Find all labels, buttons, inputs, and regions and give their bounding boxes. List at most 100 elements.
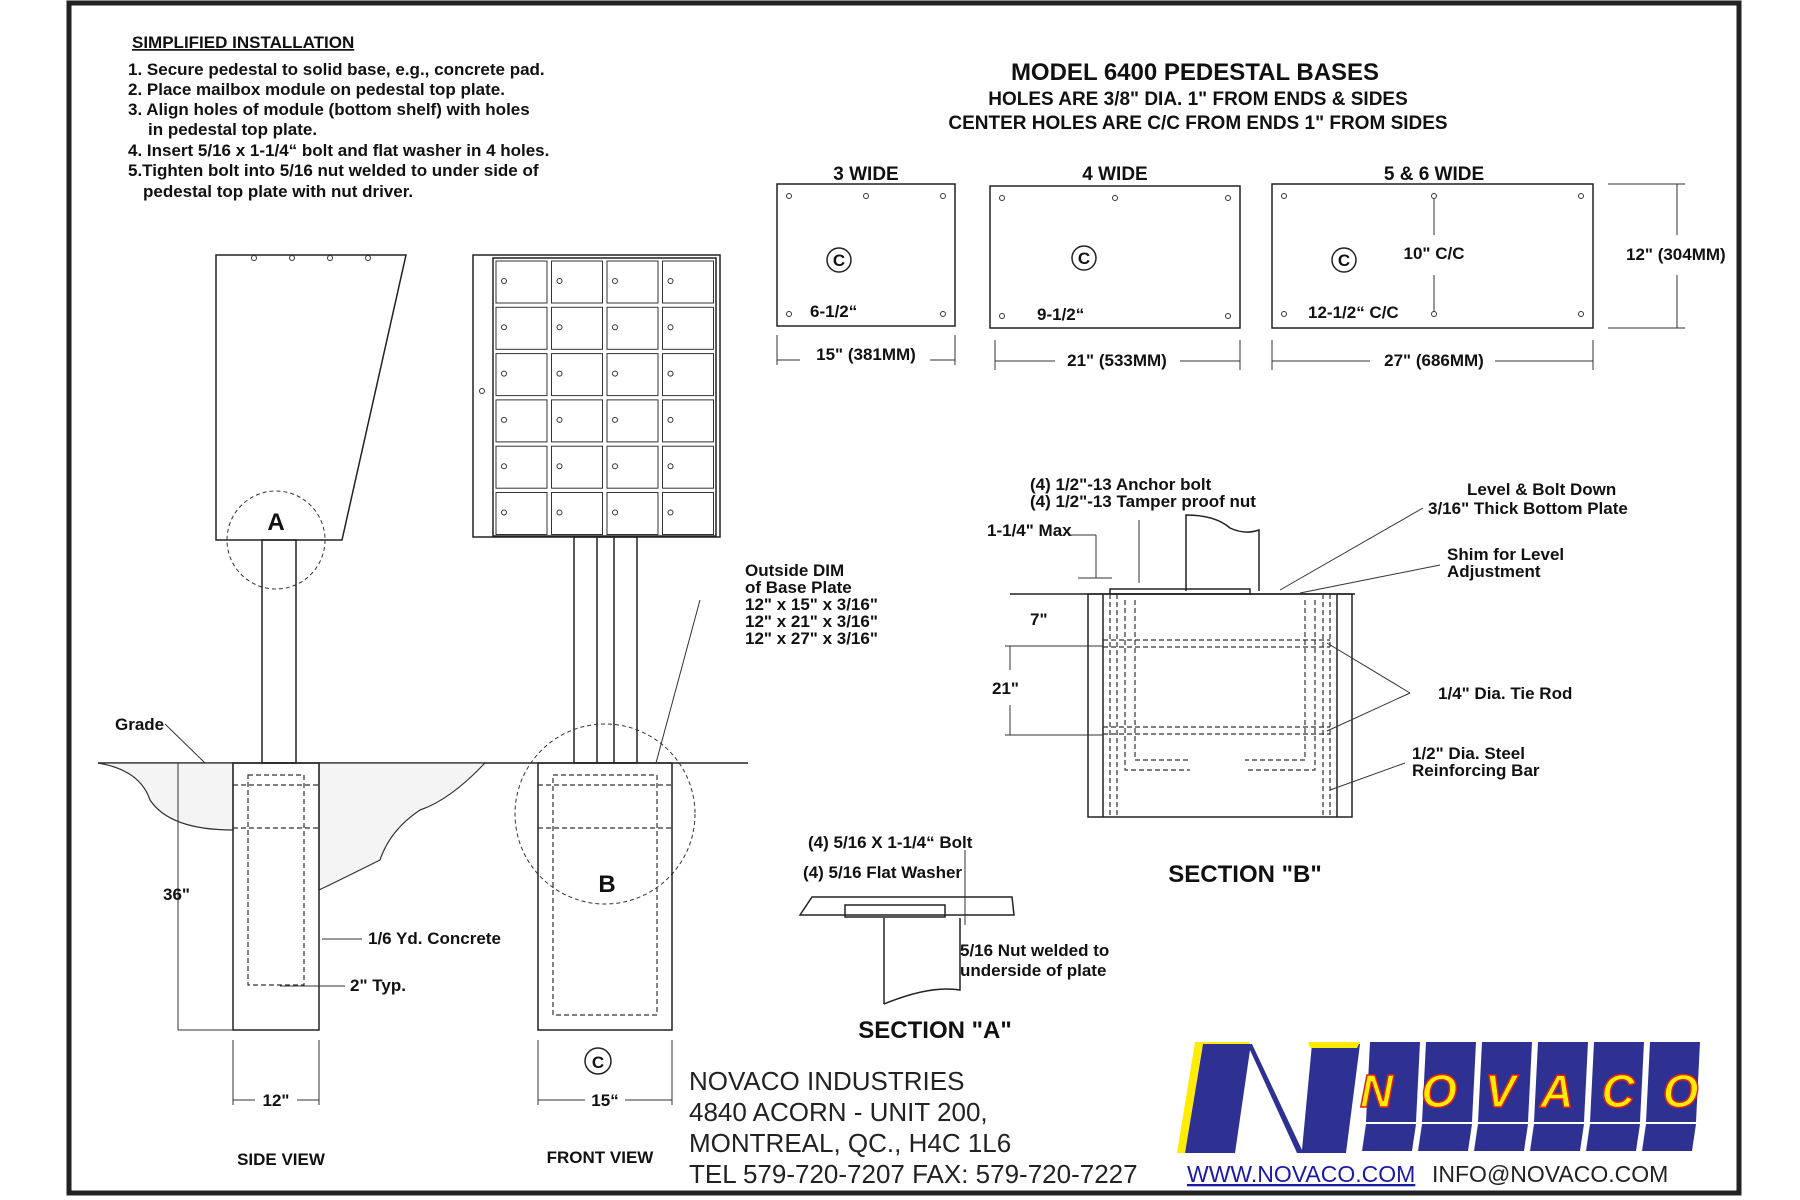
instruction-line: 1. Secure pedestal to solid base, e.g., … xyxy=(128,60,545,79)
compartment-lock xyxy=(612,278,618,284)
plate-vertical-dim: 10" C/C xyxy=(1404,244,1465,263)
instruction-line: 2. Place mailbox module on pedestal top … xyxy=(128,80,505,99)
plate-inner-dim: 6-1/2“ xyxy=(810,302,857,321)
base-plate-line: Outside DIM xyxy=(745,561,844,580)
concrete-label: 1/6 Yd. Concrete xyxy=(368,929,501,948)
compartment-lock xyxy=(667,370,674,377)
plate-inner-dim: 9-1/2“ xyxy=(1037,305,1084,324)
section-a: (4) 5/16 X 1-1/4“ Bolt (4) 5/16 Flat Was… xyxy=(798,833,1109,1044)
company-info: NOVACO INDUSTRIES 4840 ACORN - UNIT 200,… xyxy=(689,1066,1668,1189)
rebar-label-1: 1/2" Dia. Steel xyxy=(1412,744,1525,763)
base-plate-line: 12" x 15" x 3/16" xyxy=(745,595,878,614)
mailbox-compartment xyxy=(551,306,603,350)
washer-label: (4) 5/16 Flat Washer xyxy=(803,863,962,882)
rebar-label-2: Reinforcing Bar xyxy=(1412,761,1540,780)
logo-block xyxy=(1590,1042,1644,1122)
front-width-dim: 15“ xyxy=(591,1091,618,1110)
compartment-lock xyxy=(667,509,674,516)
center-symbol-label: C xyxy=(1078,249,1090,268)
side-view-label: SIDE VIEW xyxy=(237,1150,326,1169)
plate-inner-dim: 12-1/2“ C/C xyxy=(1308,303,1399,322)
novaco-logo: NOVACO xyxy=(1177,1042,1727,1153)
compartment-lock xyxy=(501,324,507,331)
instruction-line: pedestal top plate with nut driver. xyxy=(143,182,413,201)
compartment-lock xyxy=(556,278,563,284)
grade-label: Grade xyxy=(115,715,164,734)
shim-label-1: Shim for Level xyxy=(1447,545,1564,564)
plate-title: 5 & 6 WIDE xyxy=(1384,164,1484,185)
logo-block xyxy=(1362,1124,1416,1151)
tie-rod-label: 1/4" Dia. Tie Rod xyxy=(1438,684,1572,703)
compartment-lock xyxy=(612,324,618,331)
center-symbol-label: C xyxy=(833,251,845,270)
model-title: MODEL 6400 PEDESTAL BASES xyxy=(1011,59,1379,86)
front-center-symbol: C xyxy=(592,1053,604,1072)
logo-block xyxy=(1534,1042,1588,1122)
mailbox-compartment xyxy=(662,260,714,304)
plate-title: 3 WIDE xyxy=(833,164,898,185)
compartment-lock xyxy=(556,463,563,470)
mailbox-compartment xyxy=(551,445,603,489)
front-view: B Outside DIM of Base Plate 12" x 15" x … xyxy=(472,254,878,1167)
instruction-line: 5.Tighten bolt into 5/16 nut welded to u… xyxy=(128,161,539,180)
nut-label-1: 5/16 Nut welded to xyxy=(960,941,1109,960)
compartment-lock xyxy=(612,463,618,470)
compartment-lock xyxy=(501,416,507,423)
detail-b-label: B xyxy=(598,871,615,898)
drawing-frame xyxy=(66,0,1742,1196)
logo-block xyxy=(1530,1124,1584,1151)
logo-block xyxy=(1418,1124,1472,1151)
tamper-nut-label: (4) 1/2"-13 Tamper proof nut xyxy=(1030,492,1256,511)
mailbox-compartment xyxy=(662,492,714,535)
plate-5-6-wide: 5 & 6 WIDE C 10" C/C 12-1/2“ C/C 27" (68… xyxy=(1271,164,1726,370)
side-width-dim: 12" xyxy=(263,1091,290,1110)
plate-4-wide: 4 WIDE C 9-1/2“ 21" (533MM) xyxy=(989,164,1241,370)
compartment-lock xyxy=(667,463,674,470)
mailbox-compartment xyxy=(495,445,548,489)
compartment-lock xyxy=(501,463,507,470)
compartment-lock xyxy=(556,416,563,423)
website-link[interactable]: WWW.NOVACO.COM xyxy=(1187,1161,1415,1187)
compartment-lock xyxy=(501,278,507,284)
mailbox-compartment xyxy=(495,306,548,350)
compartment-lock xyxy=(667,416,674,423)
mailbox-compartment xyxy=(606,260,659,304)
bolt-label: (4) 5/16 X 1-1/4“ Bolt xyxy=(808,833,973,852)
section-b: (4) 1/2"-13 Anchor bolt (4) 1/2"-13 Tamp… xyxy=(987,475,1628,888)
logo-block xyxy=(1478,1042,1532,1122)
mailbox-compartment xyxy=(551,399,603,443)
installation-instructions: SIMPLIFIED INSTALLATION 1. Secure pedest… xyxy=(128,33,549,201)
model-line-2: CENTER HOLES ARE C/C FROM ENDS 1" FROM S… xyxy=(948,113,1447,134)
compartment-lock xyxy=(556,324,563,331)
base-plate-line: 12" x 21" x 3/16" xyxy=(745,612,878,631)
dim-21: 21" xyxy=(992,679,1019,698)
anchor-bolt-label: (4) 1/2"-13 Anchor bolt xyxy=(1030,475,1212,494)
compartment-lock xyxy=(556,370,563,377)
plate-width: 21" (533MM) xyxy=(1067,351,1167,370)
company-address-1: 4840 ACORN - UNIT 200, xyxy=(689,1097,988,1127)
logo-block xyxy=(1422,1042,1476,1122)
section-a-title: SECTION "A" xyxy=(858,1017,1011,1044)
mailbox-compartment xyxy=(662,399,714,443)
typ-label: 2" Typ. xyxy=(350,976,406,995)
compartment-lock xyxy=(556,509,563,516)
logo-block xyxy=(1474,1124,1528,1151)
compartment-lock xyxy=(667,278,674,284)
compartment-lock xyxy=(612,416,618,423)
model-header: MODEL 6400 PEDESTAL BASES HOLES ARE 3/8"… xyxy=(948,59,1447,134)
mailbox-compartment xyxy=(606,306,659,350)
instruction-line: 4. Insert 5/16 x 1-1/4“ bolt and flat wa… xyxy=(128,141,549,160)
mailbox-compartment xyxy=(495,260,548,304)
level-label-1: Level & Bolt Down xyxy=(1467,480,1616,499)
email-text: INFO@NOVACO.COM xyxy=(1432,1161,1668,1187)
plate-3-wide: 3 WIDE C 6-1/2“ 15" (381MM) xyxy=(776,164,956,365)
mailbox-compartment xyxy=(662,306,714,350)
side-view: A Grade 36" 1/6 Yd. Concrete 2" Typ. 12"… xyxy=(97,254,501,1169)
center-symbol-label: C xyxy=(1338,251,1350,270)
instruction-line: in pedestal top plate. xyxy=(148,120,317,139)
logo-text: NOVACO xyxy=(1360,1065,1727,1117)
section-b-title: SECTION "B" xyxy=(1168,861,1321,888)
mailbox-compartment xyxy=(551,492,603,535)
mailbox-compartment xyxy=(495,492,548,535)
